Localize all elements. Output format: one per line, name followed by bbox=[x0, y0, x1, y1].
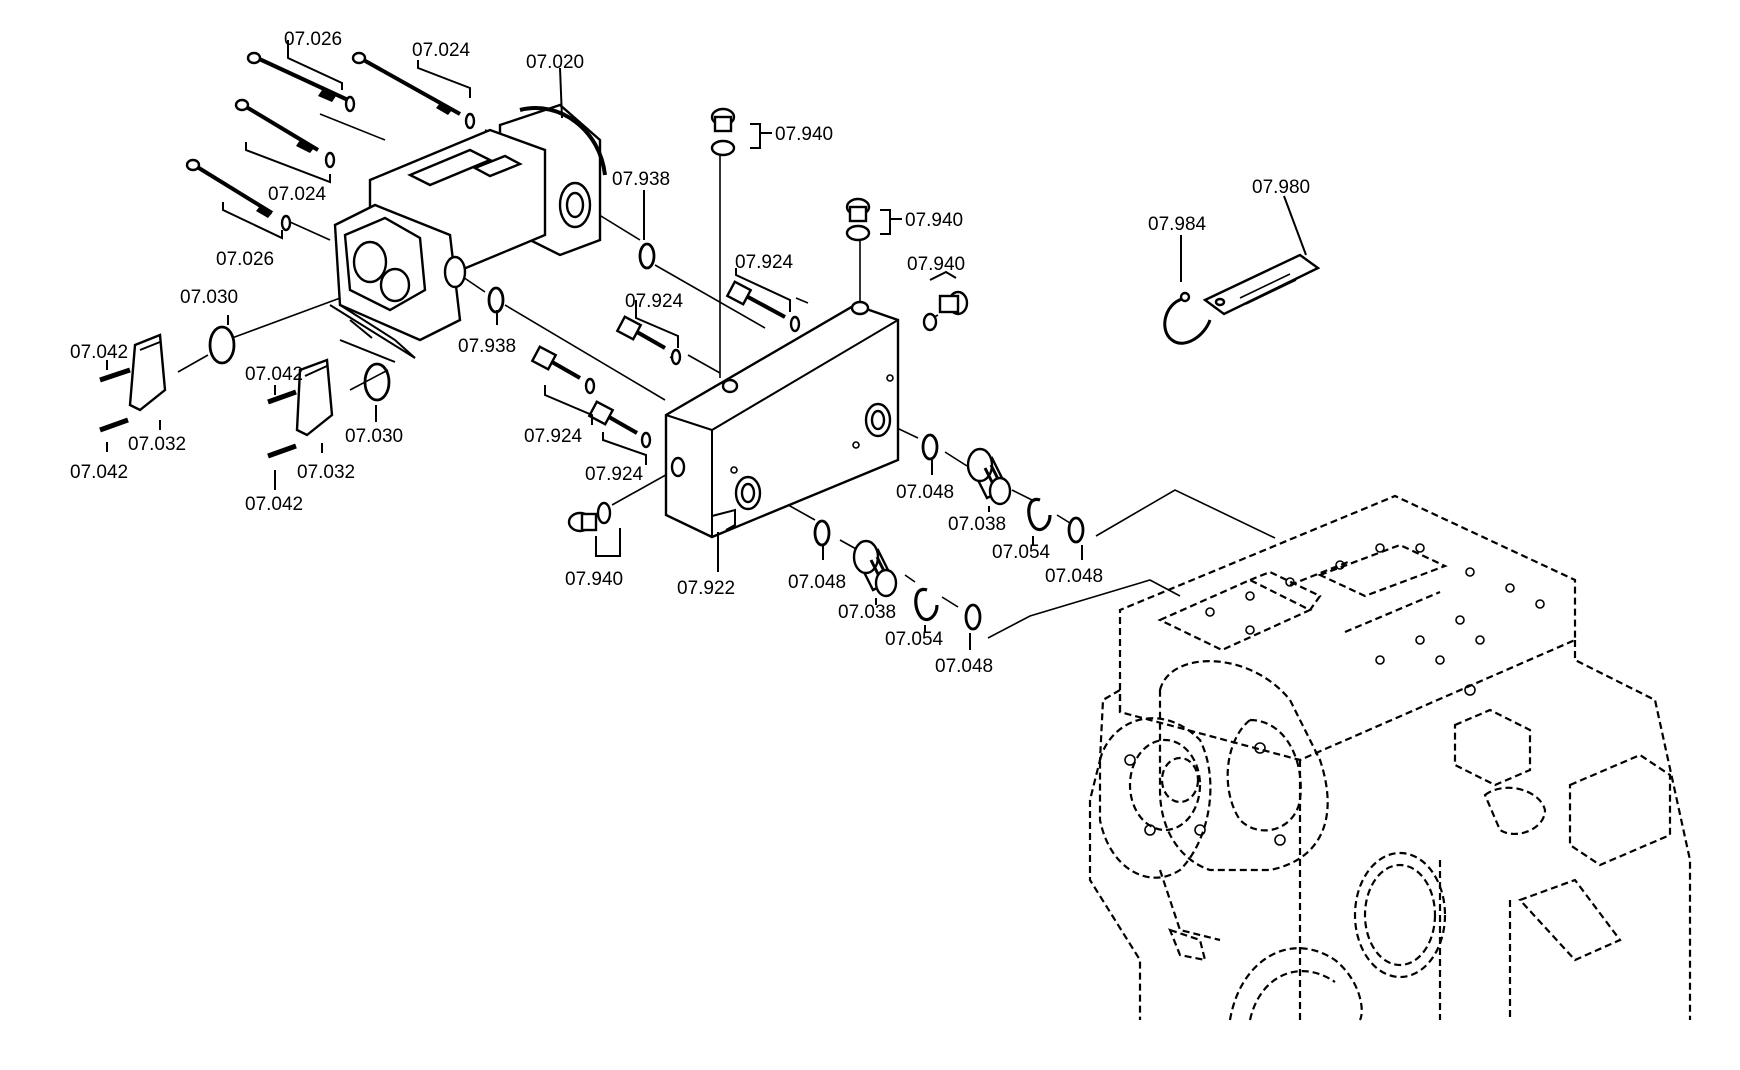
cover-plate bbox=[295, 358, 334, 437]
filter-insert bbox=[852, 539, 898, 598]
label-07-048: 07.048 bbox=[788, 572, 846, 593]
label-07-924: 07.924 bbox=[735, 252, 794, 273]
label-07-940: 07.940 bbox=[905, 210, 963, 231]
label-07-042: 07.042 bbox=[70, 462, 128, 483]
hydraulic-pump bbox=[329, 103, 607, 359]
label-07-032: 07.032 bbox=[128, 434, 186, 455]
identification-tag bbox=[1202, 253, 1321, 316]
label-07-054: 07.054 bbox=[992, 542, 1051, 563]
long-bolt bbox=[185, 158, 292, 232]
label-07-038: 07.038 bbox=[838, 602, 896, 623]
filter-insert bbox=[966, 447, 1012, 506]
screw-plug bbox=[710, 107, 736, 157]
label-07-922: 07.922 bbox=[677, 578, 735, 599]
label-07-026: 07.026 bbox=[284, 29, 342, 50]
long-bolt bbox=[234, 98, 336, 169]
label-07-048: 07.048 bbox=[896, 482, 954, 503]
screw-plug bbox=[922, 290, 969, 332]
small-screw bbox=[99, 367, 297, 459]
label-07-042: 07.042 bbox=[245, 364, 303, 385]
label-07-940: 07.940 bbox=[775, 124, 833, 145]
wire-clip bbox=[1163, 291, 1212, 345]
screw-plug bbox=[845, 197, 871, 242]
label-07-984: 07.984 bbox=[1148, 214, 1207, 235]
label-07-032: 07.032 bbox=[297, 462, 355, 483]
long-bolt bbox=[246, 51, 356, 113]
cap-screw bbox=[615, 315, 682, 366]
label-07-924: 07.924 bbox=[625, 291, 684, 312]
label-07-940: 07.940 bbox=[565, 569, 623, 590]
part-labels: 07.026 07.024 07.020 07.940 07.024 07.93… bbox=[70, 29, 1310, 677]
label-07-024: 07.024 bbox=[268, 184, 327, 205]
cap-screw bbox=[587, 400, 652, 449]
callout-lines bbox=[106, 40, 1307, 650]
label-07-938: 07.938 bbox=[458, 336, 516, 357]
transmission-housing bbox=[1088, 494, 1692, 1021]
control-valve-block bbox=[664, 300, 900, 539]
cap-screw bbox=[725, 280, 801, 333]
label-07-042: 07.042 bbox=[70, 342, 128, 363]
housing-holes bbox=[1124, 543, 1545, 846]
label-07-024: 07.024 bbox=[412, 40, 471, 61]
label-07-924: 07.924 bbox=[524, 426, 583, 447]
screw-plug bbox=[567, 501, 612, 533]
label-07-940: 07.940 bbox=[907, 254, 965, 275]
label-07-938: 07.938 bbox=[612, 169, 670, 190]
label-07-020: 07.020 bbox=[526, 52, 584, 73]
label-07-030: 07.030 bbox=[345, 426, 403, 447]
label-07-054: 07.054 bbox=[885, 629, 944, 650]
cover-plate bbox=[128, 333, 167, 412]
label-07-980: 07.980 bbox=[1252, 177, 1310, 198]
label-07-048: 07.048 bbox=[935, 656, 993, 677]
explosion-lines bbox=[177, 113, 1276, 639]
snap-ring bbox=[914, 497, 1052, 622]
label-07-042: 07.042 bbox=[245, 494, 303, 515]
long-bolt bbox=[351, 51, 476, 130]
label-07-038: 07.038 bbox=[948, 514, 1006, 535]
label-07-026: 07.026 bbox=[216, 249, 274, 270]
label-07-048: 07.048 bbox=[1045, 566, 1103, 587]
label-07-030: 07.030 bbox=[180, 287, 238, 308]
cap-screw bbox=[530, 345, 596, 395]
label-07-924: 07.924 bbox=[585, 464, 644, 485]
